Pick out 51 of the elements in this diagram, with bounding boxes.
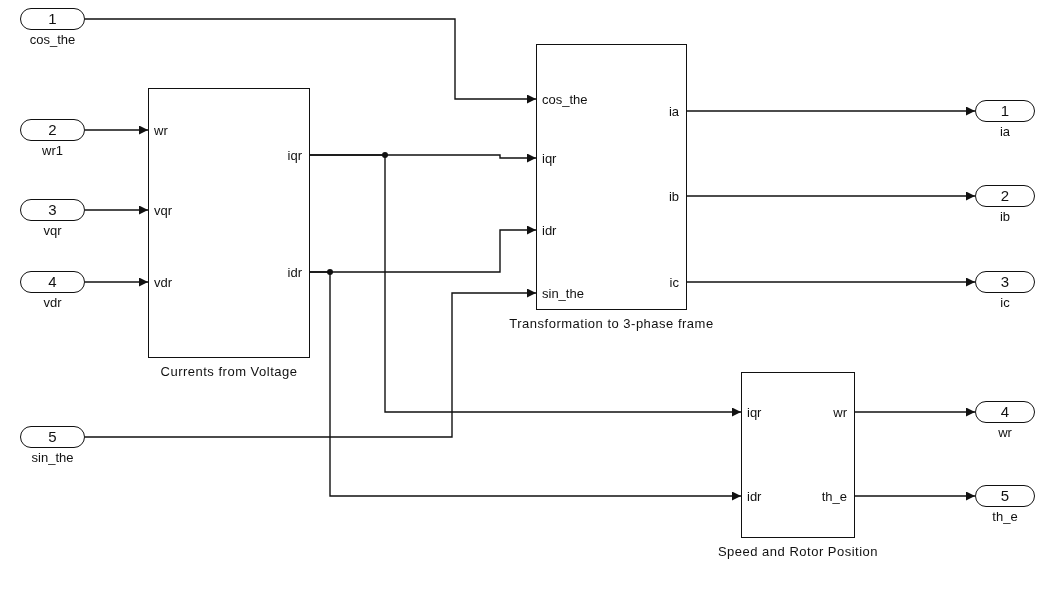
port-label: idr <box>747 489 762 505</box>
port-name: ia <box>998 124 1012 139</box>
port-label: vqr <box>154 203 173 219</box>
outport-block: 4 <box>975 401 1035 423</box>
inport-block: 5 <box>20 426 85 448</box>
port-name: wr1 <box>41 143 64 158</box>
port-label: iqr <box>542 151 557 167</box>
signal-line <box>84 125 149 135</box>
port-label: sin_the <box>542 286 584 302</box>
port-label: ia <box>668 104 679 120</box>
port-name: vqr <box>42 223 63 238</box>
outport-block: 2 <box>975 185 1035 207</box>
signal-line <box>686 106 976 116</box>
port-label: wr <box>154 123 168 139</box>
signal-line <box>309 154 742 417</box>
port-label: vdr <box>154 275 173 291</box>
signal-line <box>84 277 149 287</box>
port-label: wr <box>833 405 847 421</box>
signal-line <box>84 18 537 104</box>
block-title: Currents from Voltage <box>159 363 299 381</box>
port-name: sin_the <box>30 450 75 465</box>
port-label: iqr <box>287 148 302 164</box>
port-name: cos_the <box>28 32 77 47</box>
port-name: th_e <box>991 509 1019 524</box>
outport-block: 1 <box>975 100 1035 122</box>
inport-block: 4 <box>20 271 85 293</box>
port-label: idr <box>287 265 302 281</box>
signal-line <box>854 407 976 417</box>
outport-block: 3 <box>975 271 1035 293</box>
port-name: vdr <box>42 295 63 310</box>
port-label: th_e <box>821 489 847 505</box>
port-label: ib <box>668 189 679 205</box>
inport-block: 1 <box>20 8 85 30</box>
inport-block: 2 <box>20 119 85 141</box>
outport-block: 5 <box>975 485 1035 507</box>
port-name: ic <box>999 295 1011 310</box>
signal-line <box>84 288 537 438</box>
signal-line <box>309 271 742 501</box>
port-name: wr <box>997 425 1013 440</box>
signal-line <box>84 205 149 215</box>
signal-line <box>686 191 976 201</box>
port-label: idr <box>542 223 557 239</box>
port-name: ib <box>998 209 1012 224</box>
port-label: cos_the <box>542 92 588 108</box>
signal-line <box>854 491 976 501</box>
port-label: iqr <box>747 405 762 421</box>
port-label: ic <box>669 275 679 291</box>
signal-line <box>686 277 976 287</box>
block-title: Transformation to 3-phase frame <box>508 315 715 333</box>
block-title: Speed and Rotor Position <box>716 543 880 561</box>
inport-block: 3 <box>20 199 85 221</box>
